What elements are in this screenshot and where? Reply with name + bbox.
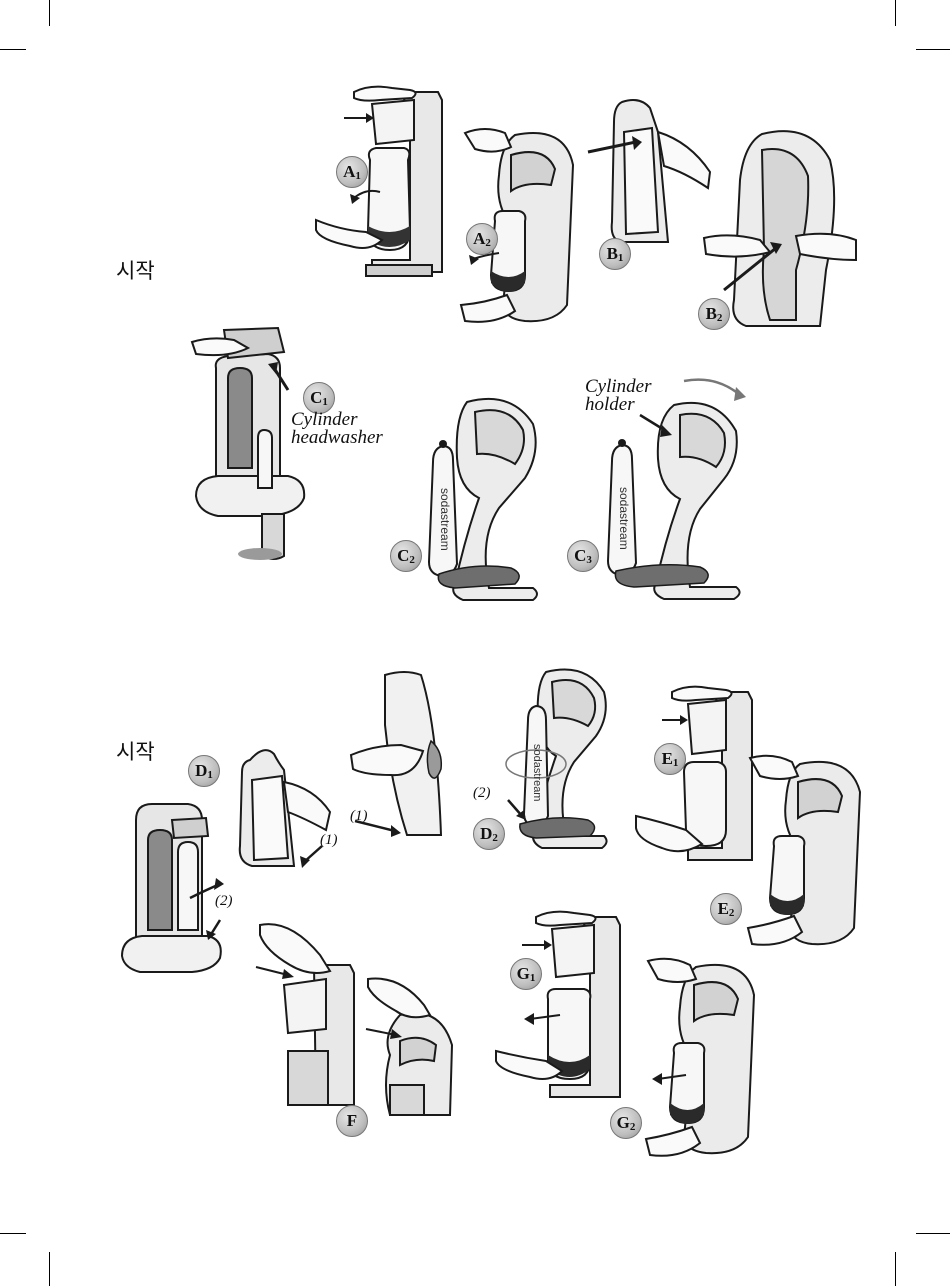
- illustration-g1: [490, 905, 640, 1105]
- label-f: F: [336, 1105, 368, 1137]
- crop-mark-tr-v: [895, 0, 896, 26]
- crop-mark-br-h: [916, 1233, 950, 1234]
- d2-brand-text: sodastream: [531, 744, 543, 801]
- crop-mark-bl-h: [0, 1233, 26, 1234]
- illustration-f-left: [250, 915, 370, 1105]
- label-d2: D2: [473, 818, 505, 850]
- crop-mark-br-v: [895, 1252, 896, 1286]
- label-g2: G2: [610, 1107, 642, 1139]
- label-e2: E2: [710, 893, 742, 925]
- section-start-heading-1: 시작: [116, 255, 155, 285]
- illustration-f-right: [360, 975, 460, 1115]
- illustration-d1-panel: [230, 736, 350, 876]
- label-a1: A1: [336, 156, 368, 188]
- crop-mark-tl-h: [0, 49, 26, 50]
- label-c2: C2: [390, 540, 422, 572]
- caption-cylinder-headwasher-line2: headwasher: [291, 428, 383, 447]
- crop-mark-tr-h: [916, 49, 950, 50]
- label-g1: G1: [510, 958, 542, 990]
- label-c3: C3: [567, 540, 599, 572]
- step-mark-d1-1: (1): [320, 832, 338, 849]
- section-start-heading-2: 시작: [116, 736, 155, 766]
- label-d1: D1: [188, 755, 220, 787]
- step-mark-panel-1: (1): [350, 808, 368, 825]
- label-e1: E1: [654, 743, 686, 775]
- c2-brand-text: sodastream: [438, 488, 452, 551]
- label-b1: B1: [599, 238, 631, 270]
- step-mark-d2-2: (2): [473, 785, 491, 802]
- illustration-b1: [580, 92, 720, 252]
- illustration-e2: [740, 752, 870, 952]
- step-mark-d1-2: (2): [215, 893, 233, 910]
- label-a2: A2: [466, 223, 498, 255]
- c3-brand-text: sodastream: [617, 487, 631, 550]
- illustration-a1: [310, 80, 470, 280]
- illustration-c2: sodastream: [415, 388, 555, 608]
- illustration-d2: sodastream: [500, 660, 620, 850]
- caption-cylinder-holder-line2: holder: [585, 395, 635, 414]
- crop-mark-tl-v: [49, 0, 50, 26]
- crop-mark-bl-v: [49, 1252, 50, 1286]
- illustration-g2: [640, 955, 765, 1165]
- illustration-d1-machine: [116, 790, 226, 980]
- label-b2: B2: [698, 298, 730, 330]
